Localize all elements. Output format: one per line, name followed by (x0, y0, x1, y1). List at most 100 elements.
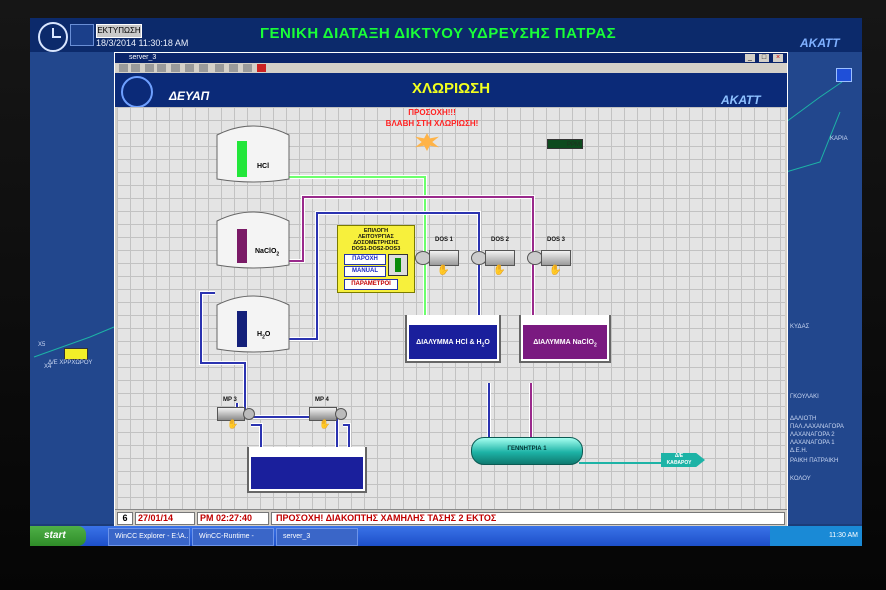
alarm-text: ΠΡΟΣΟΧΗ! ΔΙΑΚΟΠΤΗΣ ΧΑΜΗΛΗΣ ΤΑΣΗΣ 2 ΕΚΤΟΣ (271, 512, 785, 525)
process-diagram: ΠΡΟΣΟΧΗ!!! ΒΛΑΒΗ ΣΤΗ ΧΛΩΡΙΩΣΗ! PPM HCl N… (117, 107, 785, 509)
label-pal-lachanagora: ΠΑΛ.ΛΑΧΑΝΑΓΟΡΑ (790, 424, 844, 430)
panel-title-2: ΛΕΙΤΟΥΡΓΙΑΣ (358, 234, 394, 240)
overview-title: ΓΕΝΙΚΗ ΔΙΑΤΑΞΗ ΔΙΚΤΥΟΥ ΥΔΡΕΥΣΗΣ ΠΑΤΡΑΣ (260, 25, 617, 42)
hand-cursor-icon: ✋ (493, 265, 506, 276)
taskbar: start WinCC Explorer - E:\A... WinCC-Run… (30, 526, 862, 546)
paroxi-button[interactable]: ΠΑΡΟΧΗ (344, 254, 386, 265)
label-lachanagora-1: ΛΑΧΑΝΑΓΟΡΑ 1 (790, 440, 835, 446)
window-titlebar[interactable]: server_3 _ □ × (115, 53, 787, 63)
hand-cursor-icon: ✋ (437, 265, 450, 276)
window-title: server_3 (129, 54, 157, 61)
pump-dos3-label: DOS 3 (547, 237, 566, 243)
ppm-display: PPM (547, 139, 583, 149)
toolbar-ack-icon[interactable] (199, 64, 208, 72)
parameters-button[interactable]: ΠΑΡΑΜΕΤΡΟΙ (344, 279, 398, 290)
station-right-icon[interactable] (836, 68, 852, 82)
station-x5-icon[interactable] (64, 348, 88, 360)
generator-label: ΓΕΝΝΗΤΡΙΑ 1 (507, 446, 547, 452)
tank-hcl-label: HCl (257, 163, 270, 170)
water-reservoir[interactable] (247, 447, 367, 493)
panel-title-1: ΕΠΙΛΟΓΗ (363, 228, 389, 234)
tank-h2o-label: H2O (257, 331, 271, 341)
label-gkoulaki: ΓΚΟΥΛΑΚΙ (790, 394, 819, 400)
manual-button[interactable]: MANUAL (344, 266, 386, 277)
pump-mp3[interactable]: MP 3 ✋ (217, 397, 257, 429)
akatt-logo: ΑΚΑΤΤ (721, 93, 761, 107)
task-wincc-runtime[interactable]: WinCC-Runtime - (192, 528, 274, 546)
pump-dos2-label: DOS 2 (491, 237, 510, 243)
alarm-index: 6 (117, 512, 133, 525)
page-header: ΔΕΥΑΠ ΧΛΩΡΙΩΣΗ ΑΚΑΤΤ (115, 73, 787, 108)
pump-dos2[interactable]: DOS 2 ✋ (471, 237, 519, 276)
chlorine-generator[interactable]: ΓΕΝΝΗΤΡΙΑ 1 (471, 437, 583, 465)
task-server3[interactable]: server_3 (276, 528, 358, 546)
panel-title-3: ΔΟΣΟΜΕΤΡΗΣΗΣ (353, 240, 399, 246)
tank-naclo[interactable] (215, 207, 291, 269)
label-station-left: Δ/Ε ΧΡΡΧΩΡΟΥ (48, 360, 93, 366)
toolbar-paste-icon[interactable] (229, 64, 238, 72)
mode-switch-icon[interactable] (388, 254, 408, 276)
pump-dos1-label: DOS 1 (435, 237, 454, 243)
outer-header: ΕΚΤΥΠΩΣΗ 18/3/2014 11:30:18 AM ΓΕΝΙΚΗ ΔΙ… (30, 18, 862, 52)
label-karia: ΚΑΡΙΑ (830, 136, 848, 142)
clock-icon (38, 22, 68, 52)
minimize-icon[interactable]: _ (745, 54, 755, 62)
pump-mp4[interactable]: MP 4 ✋ (309, 397, 349, 429)
start-button[interactable]: start (30, 526, 86, 546)
pump-mp4-label: MP 4 (315, 397, 329, 403)
hand-cursor-icon: ✋ (227, 419, 239, 429)
outlet-line-2: ΚΑΘΑΡΟΥ (666, 460, 692, 466)
alarm-message: ΠΡΟΣΟΧΗ!!! ΒΛΑΒΗ ΣΤΗ ΧΛΩΡΙΩΣΗ! (357, 107, 507, 129)
toolbar-print-icon[interactable] (131, 64, 140, 72)
label-kolou: ΚΟΛΟΥ (790, 476, 811, 482)
outlet-arrow[interactable]: Δ/Ε ΚΑΘΑΡΟΥ (661, 453, 705, 467)
alarm-time: PM 02:27:40 (197, 512, 269, 525)
network-lines (33, 81, 843, 358)
deyap-logo-text: ΔΕΥΑΠ (169, 89, 210, 103)
toolbar-grid-icon[interactable] (145, 64, 154, 72)
label-dalioti: ΔΑΛΙΟΤΗ (790, 416, 817, 422)
label-x5: Χ5 (38, 342, 46, 348)
alarm-line-2: ΒΛΑΒΗ ΣΤΗ ΧΛΩΡΙΩΣΗ! (385, 119, 479, 128)
alarm-status-bar: 6 27/01/14 PM 02:27:40 ΠΡΟΣΟΧΗ! ΔΙΑΚΟΠΤΗ… (115, 509, 787, 526)
pump-mp3-label: MP 3 (223, 397, 237, 403)
dosing-mode-panel: ΕΠΙΛΟΓΗ ΛΕΙΤΟΥΡΓΙΑΣ ΔΟΣΟΜΕΤΡΗΣΗΣ DOS1-DO… (337, 225, 415, 293)
label-raiki-patraiki: ΡΑΙΚΗ ΠΑΤΡΑΙΚΗ (790, 458, 839, 464)
toolbar-save-icon[interactable] (243, 64, 252, 72)
brand-logo: ΑΚΑΤΤ (800, 36, 840, 50)
label-lachanagora-2: ΛΑΧΑΝΑΓΟΡΑ 2 (790, 432, 835, 438)
chlorination-window: server_3 _ □ × ΔΕΥΑΠ ΧΛΩΡΙΩΣΗ ΑΚΑΤΤ (114, 52, 788, 526)
page-title: ΧΛΩΡΙΩΣΗ (411, 80, 491, 97)
toolbar-copy-icon[interactable] (215, 64, 224, 72)
tank-hcl[interactable] (215, 121, 291, 183)
tank-h2o[interactable] (215, 291, 291, 353)
panel-title-4: DOS1-DOS2-DOS3 (351, 246, 401, 252)
screen: ΕΚΤΥΠΩΣΗ 18/3/2014 11:30:18 AM ΓΕΝΙΚΗ ΔΙ… (30, 18, 862, 546)
label-kydas: ΚΥΔΑΣ (790, 324, 810, 330)
alarm-line-1: ΠΡΟΣΟΧΗ!!! (408, 108, 456, 117)
hand-cursor-icon: ✋ (549, 265, 562, 276)
task-wincc-explorer[interactable]: WinCC Explorer - E:\A... (108, 528, 190, 546)
print-button[interactable]: ΕΚΤΥΠΩΣΗ (96, 24, 142, 38)
toolbar-open-icon[interactable] (119, 64, 128, 72)
toolbar-zoom-icon[interactable] (171, 64, 180, 72)
tank-naclo-label: NaClO2 (255, 248, 280, 258)
basin-hcl-h2o[interactable]: ΔΙΑΛΥΜΜΑ HCl & H2O (405, 315, 501, 363)
window-toolbar (115, 63, 787, 73)
label-dei: Δ.Ε.Η. (790, 448, 808, 454)
system-tray-clock[interactable]: 11:30 AM (770, 526, 862, 546)
toolbar-cancel-icon[interactable] (257, 64, 266, 72)
pump-dos1[interactable]: DOS 1 ✋ (415, 237, 463, 276)
maximize-icon[interactable]: □ (759, 54, 769, 62)
label-x4: Χ4 (44, 364, 52, 370)
logo-icon (70, 24, 94, 46)
basin-naclo-label: ΔΙΑΛΥΜΜΑ NaClO2 (533, 339, 597, 349)
close-icon[interactable]: × (773, 54, 783, 62)
toolbar-find-icon[interactable] (157, 64, 166, 72)
alarm-date: 27/01/14 (135, 512, 195, 525)
pump-dos3[interactable]: DOS 3 ✋ (527, 237, 575, 276)
toolbar-key-icon[interactable] (185, 64, 194, 72)
basin-naclo[interactable]: ΔΙΑΛΥΜΜΑ NaClO2 (519, 315, 611, 363)
hand-cursor-icon: ✋ (319, 419, 331, 429)
